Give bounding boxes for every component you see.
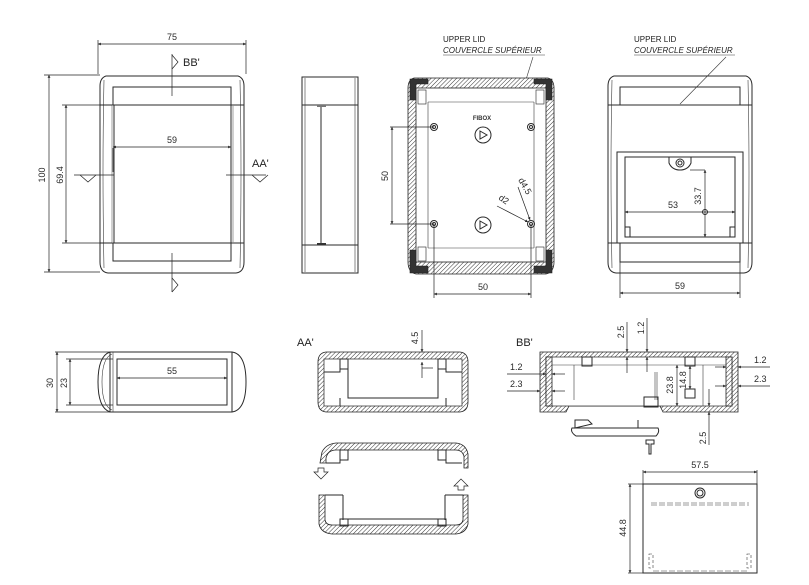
dim-bb-lid-wall: 1.2	[636, 322, 646, 335]
lid-view-label-fr: COUVERCLE SUPÉRIEUR	[634, 46, 733, 55]
dim-bb-left-wall2: 2.3	[510, 379, 523, 389]
dim-bb-inner-height: 23.8	[665, 376, 675, 394]
dim-end-window-width: 55	[167, 366, 177, 376]
section-marker-bb: BB'	[183, 57, 200, 69]
dim-bb-right-wall: 1.2	[754, 355, 767, 365]
dim-bb-left-wall: 1.2	[510, 362, 523, 372]
dim-bb-boss-height: 14.8	[678, 371, 688, 389]
dim-aa-depth: 4.5	[410, 332, 420, 345]
top-view: 75 100 69.4 59 AA' BB'	[37, 32, 269, 293]
brand-logo: FIBOX	[473, 116, 491, 122]
lid-view: UPPER LID COUVERCLE SUPÉRIEUR 33.7 53 59	[607, 35, 753, 298]
dim-window-width: 53	[668, 200, 678, 210]
inner-view-label-fr: COUVERCLE SUPÉRIEUR	[443, 46, 542, 55]
dim-horizontal-spacing: 50	[478, 282, 488, 292]
arrow-up-icon	[453, 478, 469, 491]
dim-plate-width: 57.5	[691, 460, 709, 470]
dim-bb-top-wall: 2.5	[616, 326, 626, 339]
dim-window-height: 33.7	[693, 187, 703, 205]
dim-inner-width: 59	[167, 135, 177, 145]
lid-view-label-en: UPPER LID	[634, 35, 676, 44]
dim-vertical-spacing: 50	[380, 171, 390, 181]
dim-height: 100	[37, 167, 47, 182]
dim-width: 75	[167, 32, 177, 42]
arrow-down-icon	[313, 467, 329, 480]
dim-base-width: 59	[675, 281, 685, 291]
cover-plate: 57.5 44.8	[618, 460, 758, 574]
dim-inner-height: 69.4	[55, 166, 65, 184]
inner-view: UPPER LID COUVERCLE SUPÉRIEUR FIBOX	[380, 35, 555, 298]
dim-plate-height: 44.8	[618, 519, 628, 537]
dim-end-inner-height: 23	[59, 378, 69, 388]
end-view: 30 23 55	[45, 351, 247, 413]
section-marker-aa: AA'	[252, 158, 269, 170]
section-bb: BB' 2.5 1.2 1.2 2.3	[507, 318, 770, 455]
enclosure-outline	[99, 75, 245, 274]
section-aa: AA' 4.5	[297, 330, 469, 413]
inner-view-label-en: UPPER LID	[443, 35, 485, 44]
side-view	[301, 76, 359, 274]
exploded-section	[313, 442, 469, 535]
dim-bb-bottom-wall: 2.5	[698, 432, 708, 445]
dim-hole-inner: d2	[497, 192, 511, 206]
section-bb-title: BB'	[516, 337, 533, 349]
dim-end-height: 30	[45, 378, 55, 388]
section-aa-title: AA'	[297, 337, 314, 349]
dim-bb-right-wall2: 2.3	[754, 374, 767, 384]
